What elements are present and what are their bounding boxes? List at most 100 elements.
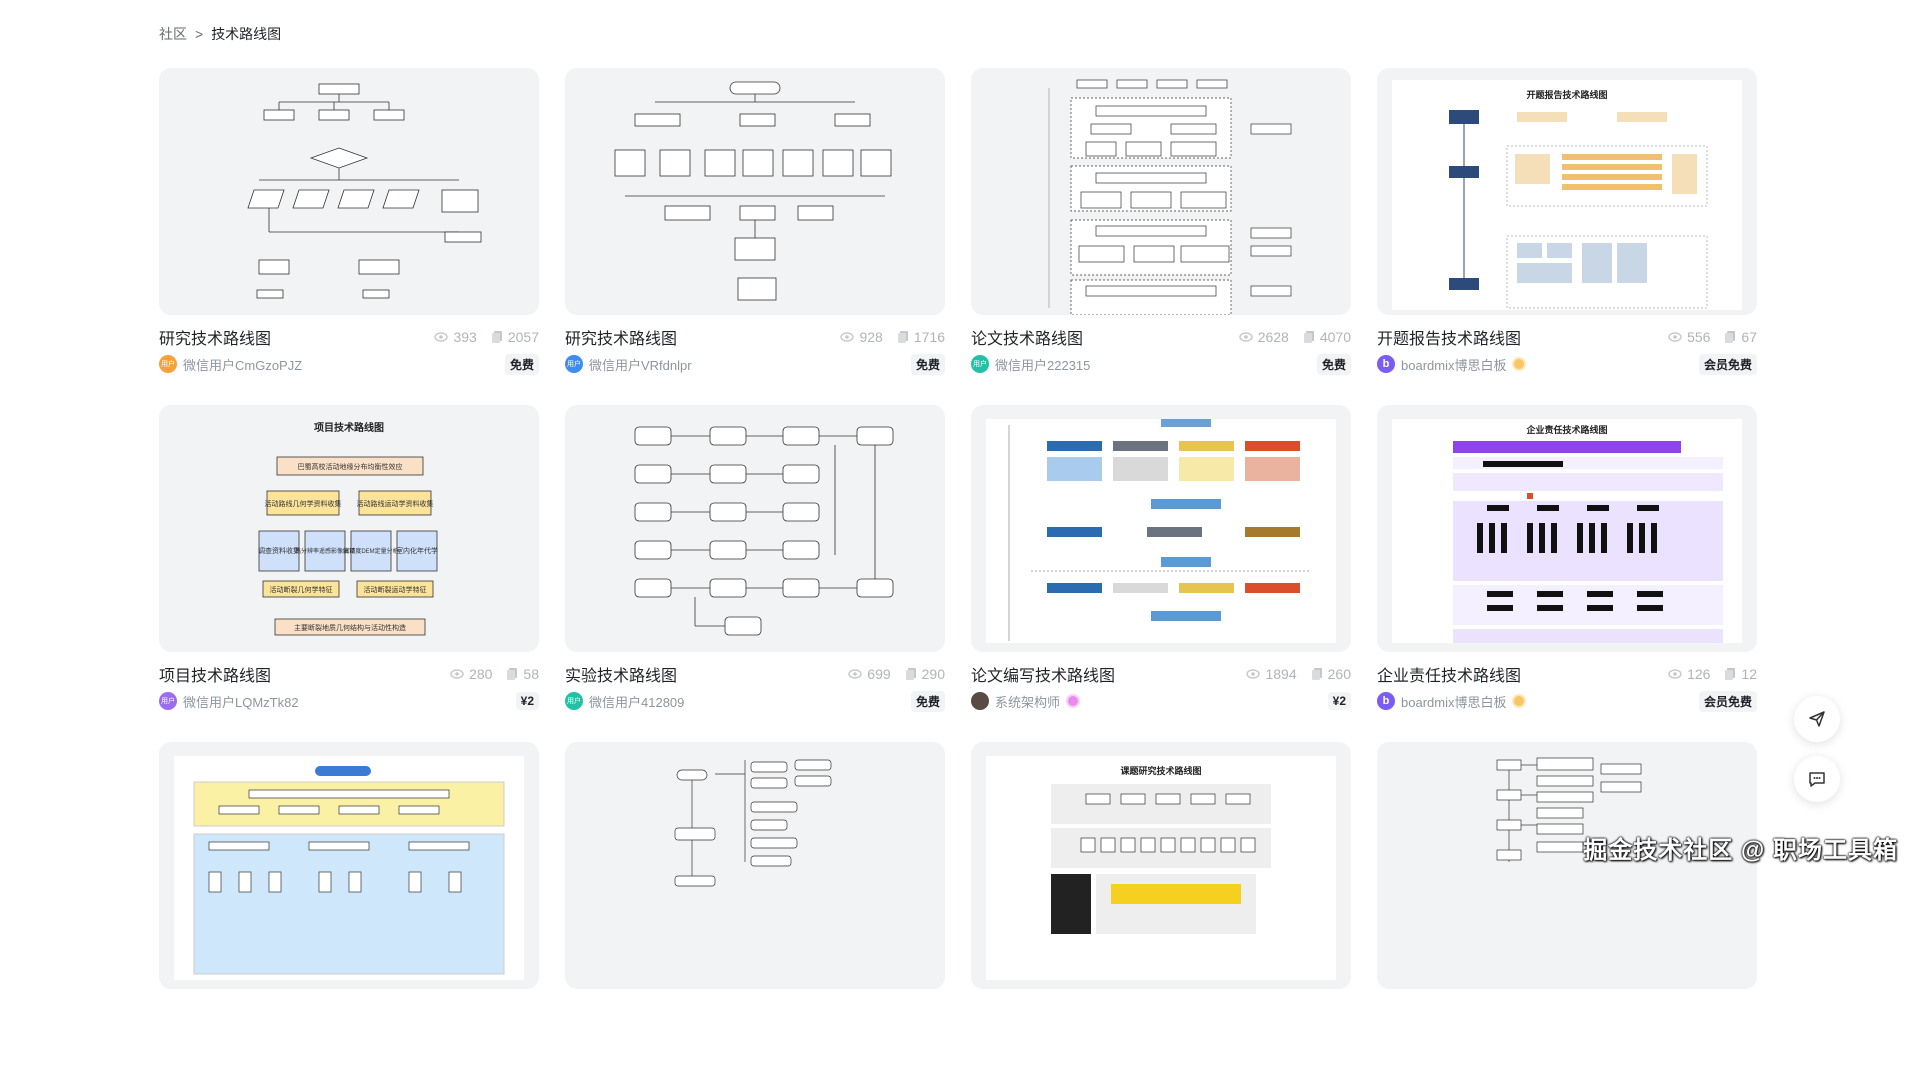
card-stats: 393 2057 xyxy=(434,329,539,345)
template-card[interactable] xyxy=(159,742,539,1079)
price-badge: ¥2 xyxy=(1328,692,1351,710)
card-title[interactable]: 研究技术路线图 xyxy=(159,325,271,349)
breadcrumb-root[interactable]: 社区 xyxy=(159,24,187,44)
avatar: 用户 xyxy=(565,692,583,710)
card-author[interactable]: 用户 微信用户VRfdnlpr xyxy=(565,355,692,374)
share-button[interactable] xyxy=(1794,696,1840,742)
price-badge: 免费 xyxy=(911,354,945,375)
copy-icon xyxy=(491,330,503,344)
flowchart-preview xyxy=(565,405,945,652)
card-author[interactable]: 用户 微信用户412809 xyxy=(565,692,684,711)
copy-icon xyxy=(1311,667,1323,681)
card-author[interactable]: b boardmix博思白板 xyxy=(1377,355,1526,374)
thumb-title: 课题研究技术路线图 xyxy=(1120,765,1201,776)
template-thumbnail[interactable]: 开题报告技术路线图 xyxy=(1377,68,1757,315)
copy-icon xyxy=(897,330,909,344)
roadmap-preview: 企业责任技术路线图 xyxy=(1377,405,1757,652)
roadmap-preview: 课题研究技术路线图 xyxy=(971,742,1351,989)
card-title[interactable]: 论文技术路线图 xyxy=(971,325,1083,349)
card-title[interactable]: 开题报告技术路线图 xyxy=(1377,325,1521,349)
template-card[interactable]: 论文编写技术路线图 1894 260 系统架构师 ¥2 xyxy=(971,405,1351,742)
eye-icon xyxy=(1246,667,1260,681)
flowchart-preview xyxy=(565,68,945,315)
view-count: 393 xyxy=(453,329,476,345)
template-thumbnail[interactable] xyxy=(565,68,945,315)
copy-icon xyxy=(905,667,917,681)
roadmap-preview: 项目技术路线图 巴蜀高校活动地缘分布均衡性效应 活动路线几何学资料收集 活动路线… xyxy=(159,405,539,652)
eye-icon xyxy=(1668,667,1682,681)
template-card[interactable]: 项目技术路线图 巴蜀高校活动地缘分布均衡性效应 活动路线几何学资料收集 活动路线… xyxy=(159,405,539,742)
author-name: 微信用户412809 xyxy=(589,692,684,711)
card-stats: 1894 260 xyxy=(1246,666,1351,682)
template-thumbnail[interactable]: 课题研究技术路线图 xyxy=(971,742,1351,989)
svg-text:活动断裂运动学特征: 活动断裂运动学特征 xyxy=(364,585,427,594)
price-badge: 会员免费 xyxy=(1699,354,1757,375)
template-thumbnail[interactable] xyxy=(159,742,539,989)
author-name: boardmix博思白板 xyxy=(1401,355,1506,374)
copy-count: 58 xyxy=(523,666,539,682)
svg-text:室内化年代学: 室内化年代学 xyxy=(396,546,438,555)
template-thumbnail[interactable] xyxy=(971,68,1351,315)
chat-icon xyxy=(1808,770,1826,788)
template-thumbnail[interactable] xyxy=(565,405,945,652)
card-author[interactable]: 系统架构师 xyxy=(971,692,1080,711)
card-title[interactable]: 企业责任技术路线图 xyxy=(1377,662,1521,686)
eye-icon xyxy=(840,330,854,344)
author-name: 微信用户LQMzTk82 xyxy=(183,692,299,711)
template-thumbnail[interactable] xyxy=(1377,742,1757,989)
template-card[interactable]: 课题研究技术路线图 xyxy=(971,742,1351,1079)
author-name: boardmix博思白板 xyxy=(1401,692,1506,711)
template-thumbnail[interactable]: 企业责任技术路线图 xyxy=(1377,405,1757,652)
template-card[interactable]: 论文技术路线图 2628 4070 用户 微信用户222315 免费 xyxy=(971,68,1351,405)
template-thumbnail[interactable] xyxy=(159,68,539,315)
eye-icon xyxy=(450,667,464,681)
author-name: 微信用户VRfdnlpr xyxy=(589,355,692,374)
copy-count: 67 xyxy=(1741,329,1757,345)
card-author[interactable]: 用户 微信用户LQMzTk82 xyxy=(159,692,299,711)
card-author[interactable]: 用户 微信用户CmGzoPJZ xyxy=(159,355,302,374)
svg-text:巴蜀高校活动地缘分布均衡性效应: 巴蜀高校活动地缘分布均衡性效应 xyxy=(298,462,403,471)
template-thumbnail[interactable]: 项目技术路线图 巴蜀高校活动地缘分布均衡性效应 活动路线几何学资料收集 活动路线… xyxy=(159,405,539,652)
card-stats: 126 12 xyxy=(1668,666,1757,682)
template-card[interactable]: 研究技术路线图 393 2057 用户 微信用户CmGzoPJZ 免费 xyxy=(159,68,539,405)
eye-icon xyxy=(848,667,862,681)
copy-count: 2057 xyxy=(508,329,539,345)
card-title[interactable]: 实验技术路线图 xyxy=(565,662,677,686)
template-card[interactable]: 开题报告技术路线图 开题报告技术路线图 556 67 xyxy=(1377,68,1757,405)
copy-icon xyxy=(506,667,518,681)
thumb-title: 开题报告技术路线图 xyxy=(1526,89,1607,100)
author-name: 微信用户CmGzoPJZ xyxy=(183,355,302,374)
svg-text:活动路线几何学资料收集: 活动路线几何学资料收集 xyxy=(265,499,342,508)
template-card[interactable] xyxy=(1377,742,1757,1079)
roadmap-preview: 开题报告技术路线图 xyxy=(1377,68,1757,315)
svg-text:高精度DEM定量分析: 高精度DEM定量分析 xyxy=(343,547,398,555)
avatar: b xyxy=(1377,692,1395,710)
svg-text:项目技术路线图: 项目技术路线图 xyxy=(314,421,384,434)
template-card[interactable] xyxy=(565,742,945,1079)
template-card[interactable]: 研究技术路线图 928 1716 用户 微信用户VRfdnlpr 免费 xyxy=(565,68,945,405)
watermark: 掘金技术社区 @ 职场工具箱 xyxy=(1583,830,1898,865)
card-title[interactable]: 研究技术路线图 xyxy=(565,325,677,349)
card-author[interactable]: 用户 微信用户222315 xyxy=(971,355,1090,374)
view-count: 928 xyxy=(859,329,882,345)
card-title[interactable]: 论文编写技术路线图 xyxy=(971,662,1115,686)
card-author[interactable]: b boardmix博思白板 xyxy=(1377,692,1526,711)
template-card[interactable]: 企业责任技术路线图 xyxy=(1377,405,1757,742)
avatar: 用户 xyxy=(971,355,989,373)
thumb-title: 企业责任技术路线图 xyxy=(1525,424,1607,435)
view-count: 556 xyxy=(1687,329,1710,345)
avatar: 用户 xyxy=(159,355,177,373)
template-card[interactable]: 实验技术路线图 699 290 用户 微信用户412809 免费 xyxy=(565,405,945,742)
price-badge: 免费 xyxy=(1317,354,1351,375)
flowchart-preview xyxy=(1377,742,1757,989)
template-thumbnail[interactable] xyxy=(565,742,945,989)
card-title[interactable]: 项目技术路线图 xyxy=(159,662,271,686)
template-grid: 研究技术路线图 393 2057 用户 微信用户CmGzoPJZ 免费 xyxy=(159,68,1757,1079)
avatar: 用户 xyxy=(159,692,177,710)
feedback-button[interactable] xyxy=(1794,756,1840,802)
avatar: b xyxy=(1377,355,1395,373)
price-badge: 会员免费 xyxy=(1699,691,1757,712)
flowchart-preview xyxy=(159,68,539,315)
template-thumbnail[interactable] xyxy=(971,405,1351,652)
copy-icon xyxy=(1303,330,1315,344)
